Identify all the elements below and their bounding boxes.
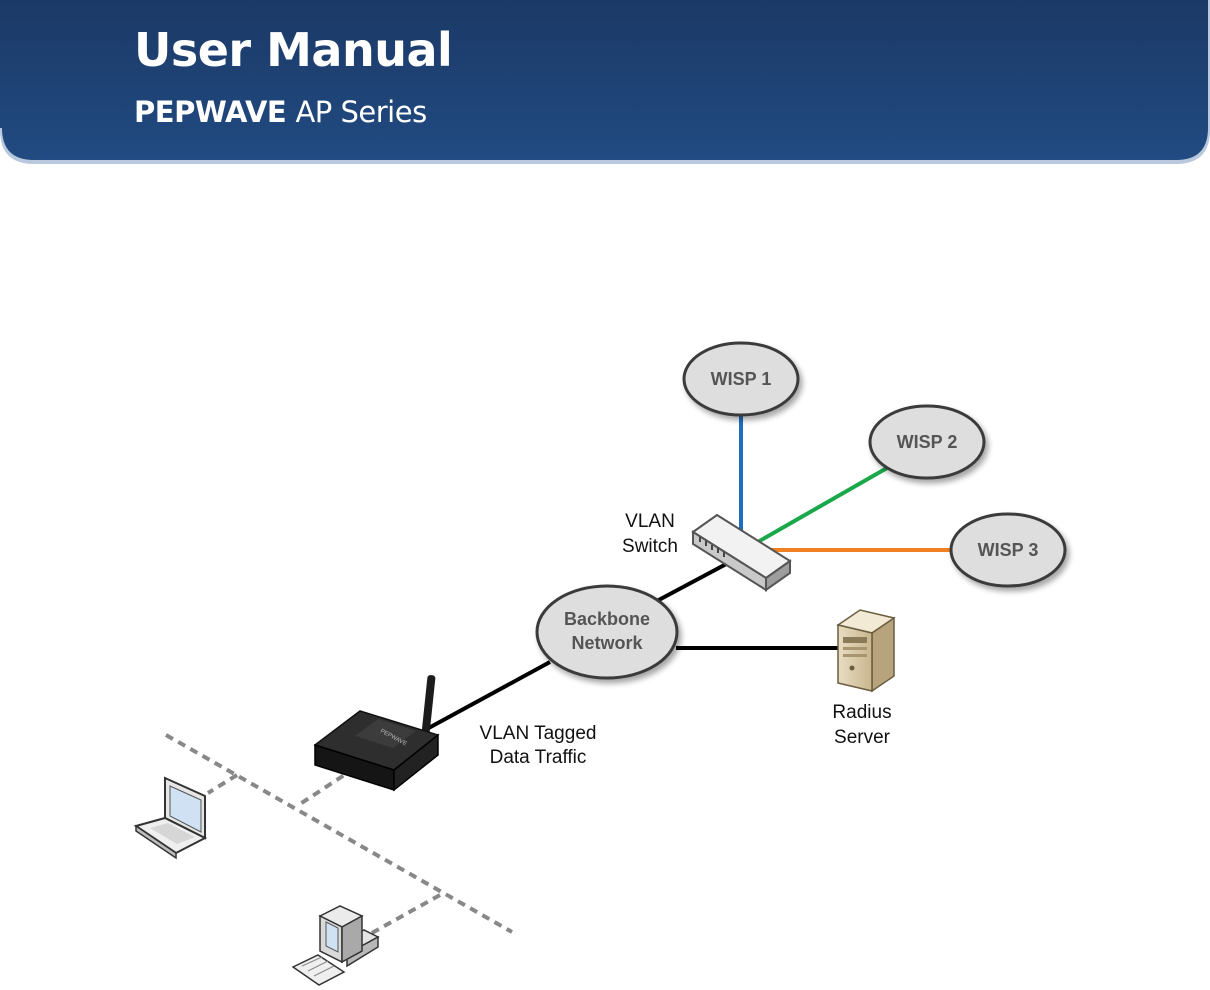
wisp-1-label: WISP 1	[711, 369, 772, 389]
vlan-tagged-label-line1: VLAN Tagged	[480, 723, 597, 744]
wisp-3-node: WISP 3	[951, 514, 1065, 586]
wisp2-link	[756, 468, 887, 543]
backbone-router-link	[425, 662, 550, 730]
wisp-2-label: WISP 2	[897, 432, 958, 452]
wisp-1-node: WISP 1	[684, 343, 798, 415]
radius-server-label-line1: Radius	[832, 702, 891, 723]
access-point-icon: PEPWAVE	[315, 675, 438, 790]
vlan-tagged-label-line2: Data Traffic	[490, 747, 587, 768]
radius-server-icon	[838, 610, 894, 691]
backbone-label-line1: Backbone	[564, 609, 650, 629]
wireless-laptop-link	[208, 775, 237, 793]
backbone-network-node: Backbone Network	[537, 586, 677, 678]
laptop-icon	[136, 778, 205, 858]
vlan-switch-label-line2: Switch	[622, 536, 678, 557]
vlan-switch-label-line1: VLAN	[625, 511, 675, 532]
radius-server-label-line2: Server	[834, 727, 891, 748]
wisp-3-label: WISP 3	[978, 540, 1039, 560]
wisp-2-node: WISP 2	[870, 406, 984, 478]
wireless-desktop-link	[370, 895, 440, 934]
desktop-computer-icon	[293, 906, 378, 985]
backbone-label-line2: Network	[571, 633, 643, 653]
